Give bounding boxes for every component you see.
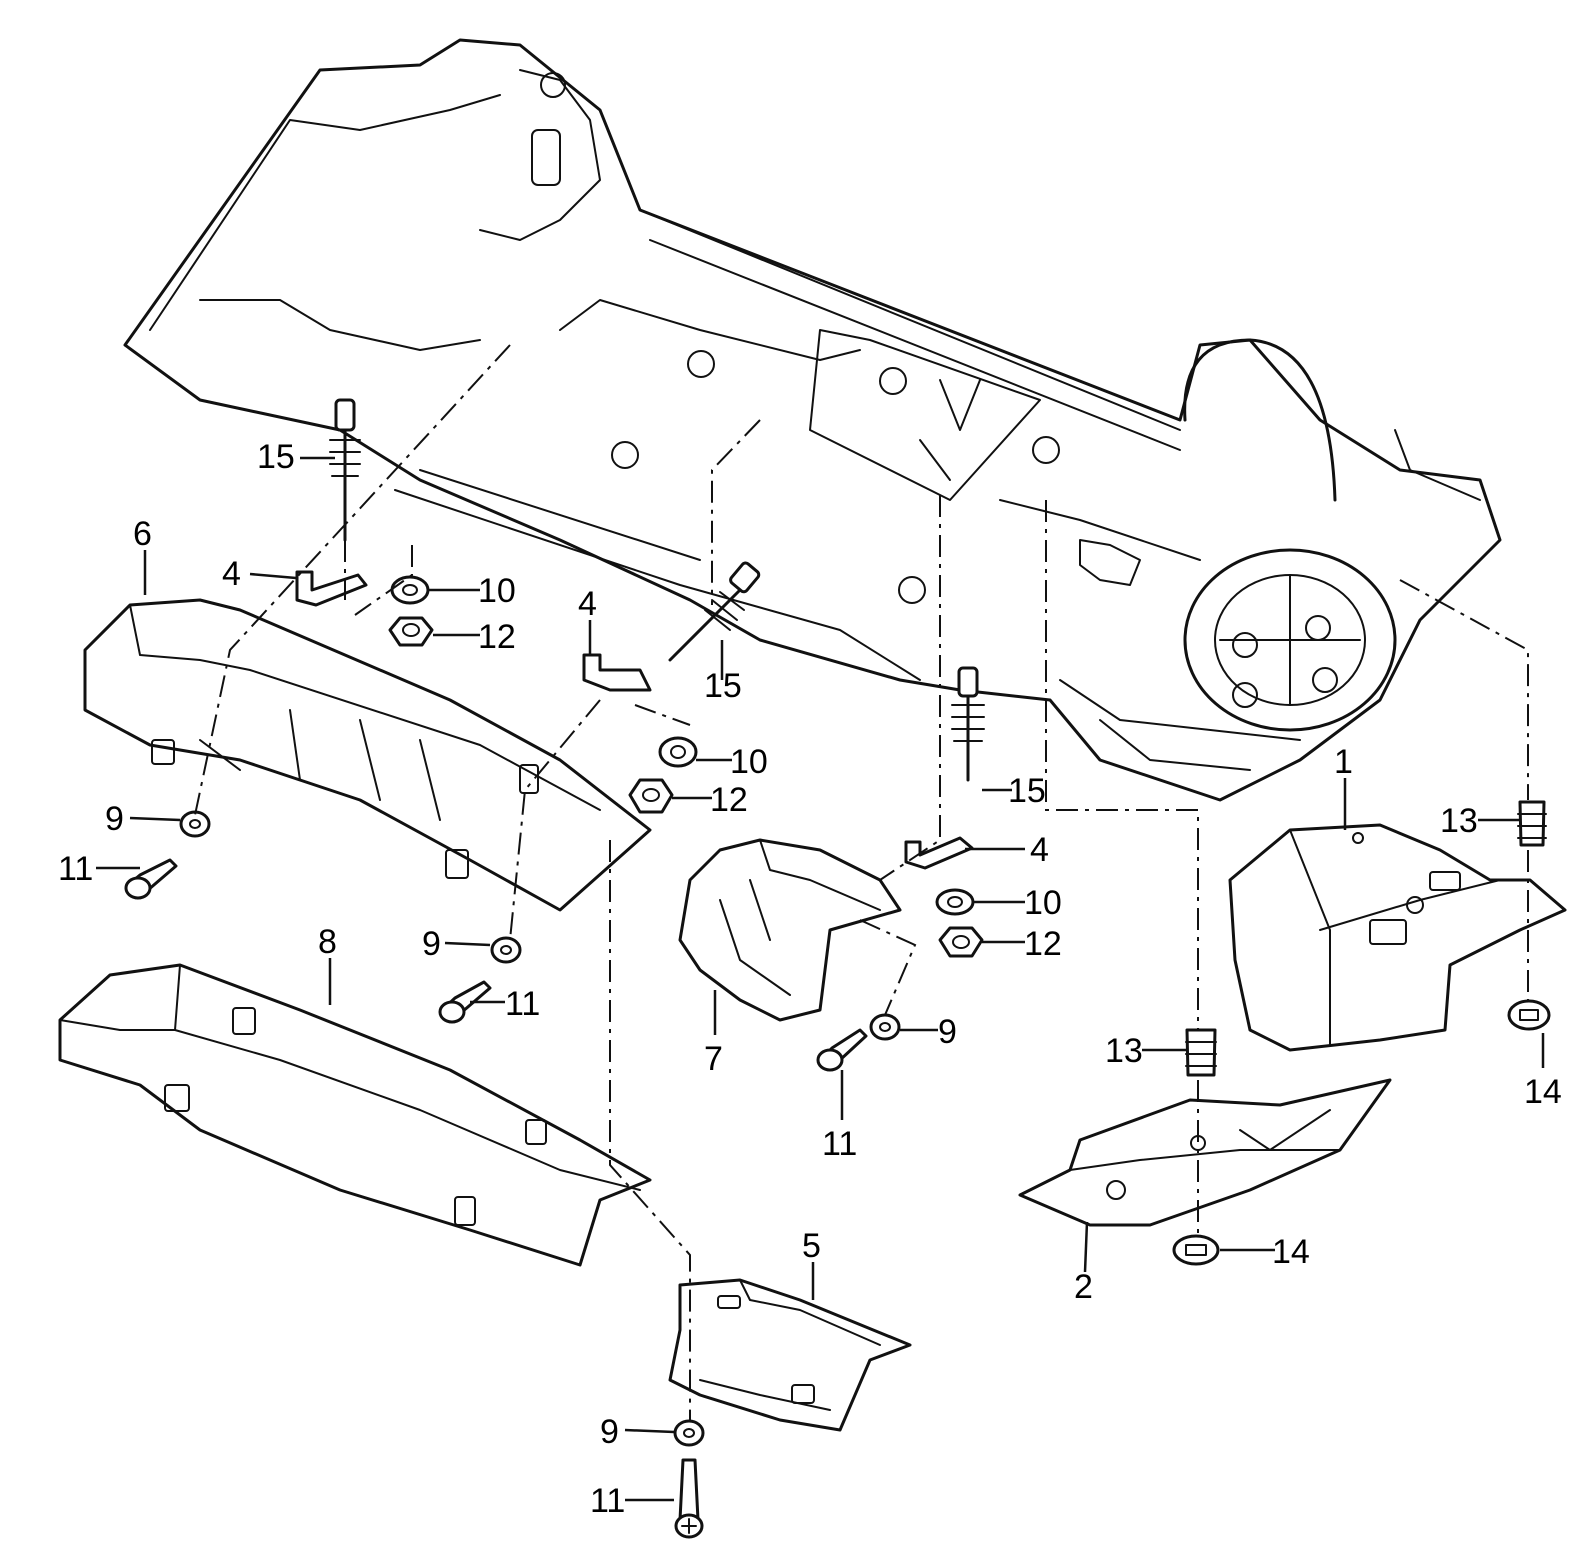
callout-1: 1 bbox=[1334, 743, 1353, 781]
heat-shield-part-8 bbox=[58, 963, 652, 1267]
callout-7: 7 bbox=[704, 1040, 723, 1078]
heat-shield-part-2 bbox=[1018, 1078, 1392, 1227]
screw-part-11-a bbox=[124, 858, 178, 900]
clip-part-13-a bbox=[1185, 1028, 1217, 1077]
callout-9: 9 bbox=[105, 800, 124, 838]
callout-11: 11 bbox=[590, 1482, 625, 1520]
callout-15: 15 bbox=[257, 438, 295, 476]
heat-shield-part-1 bbox=[1228, 823, 1567, 1052]
callout-6: 6 bbox=[133, 515, 152, 553]
nut-part-14-a bbox=[1172, 1234, 1220, 1266]
washer-part-10-c bbox=[935, 888, 975, 916]
bracket-part-4-left bbox=[295, 570, 368, 607]
callout-8: 8 bbox=[318, 923, 337, 961]
callout-4: 4 bbox=[578, 585, 597, 623]
callout-12: 12 bbox=[710, 781, 748, 819]
callout-4: 4 bbox=[1030, 831, 1049, 869]
callout-14: 14 bbox=[1272, 1233, 1310, 1271]
callout-5: 5 bbox=[802, 1227, 821, 1265]
callout-10: 10 bbox=[1024, 884, 1062, 922]
callout-10: 10 bbox=[730, 743, 768, 781]
stud-part-15-upper-left bbox=[329, 398, 361, 542]
heat-shield-part-5 bbox=[668, 1278, 912, 1432]
callout-11: 11 bbox=[505, 985, 540, 1023]
leader-lines bbox=[96, 456, 1545, 1502]
screw-part-11-d bbox=[674, 1458, 704, 1539]
callout-2: 2 bbox=[1074, 1268, 1093, 1306]
vehicle-underbody bbox=[123, 38, 1502, 802]
bracket-part-4-center bbox=[582, 653, 652, 692]
callout-9: 9 bbox=[422, 925, 441, 963]
washer-part-9-d bbox=[673, 1419, 705, 1447]
callout-13: 13 bbox=[1105, 1032, 1143, 1070]
nut-part-12-a bbox=[388, 616, 434, 647]
callout-10: 10 bbox=[478, 572, 516, 610]
nut-part-12-c bbox=[938, 926, 984, 958]
heat-shield-part-6 bbox=[83, 598, 652, 912]
callout-12: 12 bbox=[1024, 925, 1062, 963]
washer-part-9-b bbox=[490, 936, 522, 964]
nut-part-12-b bbox=[628, 778, 674, 814]
callout-11: 11 bbox=[58, 850, 93, 888]
stud-part-15-center bbox=[668, 561, 761, 662]
heat-shield-part-7 bbox=[678, 838, 902, 1022]
stud-part-15-right bbox=[951, 666, 985, 782]
washer-part-10-b bbox=[658, 736, 698, 768]
assembly-lines bbox=[194, 344, 1529, 1420]
callout-12: 12 bbox=[478, 618, 516, 656]
callout-13: 13 bbox=[1440, 802, 1478, 840]
callout-11: 11 bbox=[822, 1125, 857, 1163]
callout-labels: 15 6 4 10 12 4 15 10 12 15 4 10 12 9 11 … bbox=[58, 438, 1562, 1520]
callout-4: 4 bbox=[222, 555, 241, 593]
callout-14: 14 bbox=[1524, 1073, 1562, 1111]
nut-part-14-b bbox=[1507, 999, 1551, 1031]
bracket-part-4-right bbox=[904, 836, 974, 870]
callout-9: 9 bbox=[600, 1413, 619, 1451]
callout-15: 15 bbox=[1008, 772, 1046, 810]
washer-part-9-a bbox=[179, 810, 211, 838]
washer-part-9-c bbox=[869, 1013, 901, 1041]
screw-part-11-b bbox=[438, 980, 492, 1024]
washer-part-10-a bbox=[390, 575, 430, 605]
clip-part-13-b bbox=[1517, 800, 1547, 847]
screw-part-11-c bbox=[816, 1028, 868, 1072]
callout-9: 9 bbox=[938, 1013, 957, 1051]
callout-15: 15 bbox=[704, 667, 742, 705]
